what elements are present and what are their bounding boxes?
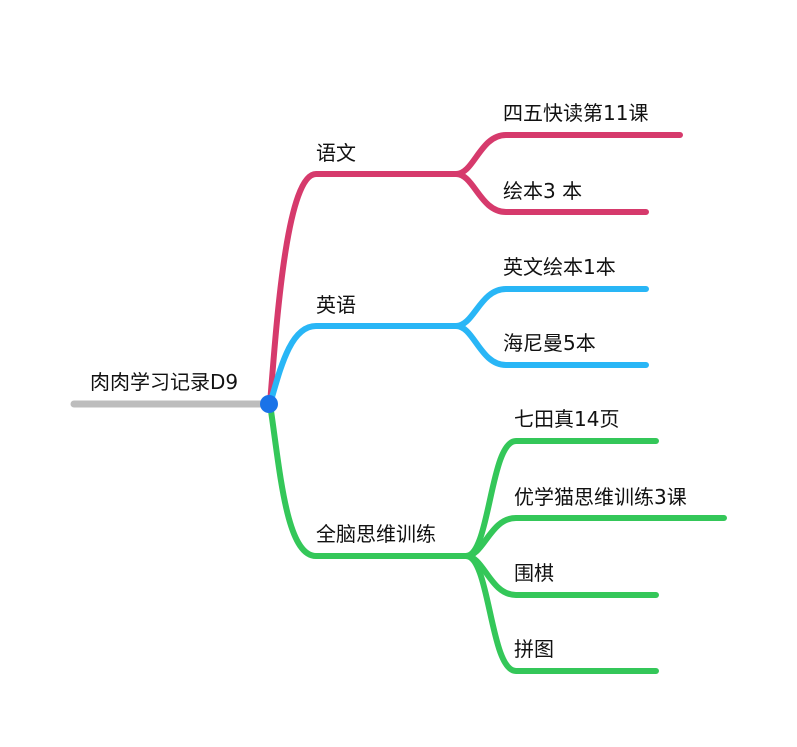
leaf-topic-quannao-3[interactable]: 围棋 (514, 561, 554, 585)
branch-topic-quannao[interactable]: 全脑思维训练 (316, 522, 436, 546)
root-topic[interactable]: 肉肉学习记录D9 (90, 370, 239, 394)
leaf-topic-yuwen-1[interactable]: 四五快读第11课 (503, 101, 649, 125)
leaf-line-quannao-4 (463, 553, 659, 674)
branch-line-quannao (267, 401, 469, 559)
leaf-topic-yingyu-2[interactable]: 海尼曼5本 (503, 331, 596, 355)
leaf-line-quannao-2 (463, 515, 727, 559)
branch-topic-yuwen[interactable]: 语文 (316, 141, 356, 165)
leaf-topic-quannao-1[interactable]: 七田真14页 (514, 407, 620, 431)
branch-line-yuwen (267, 171, 459, 407)
leaf-topic-yingyu-1[interactable]: 英文绘本1本 (503, 255, 616, 279)
leaf-line-yingyu-1 (453, 286, 649, 329)
leaf-topic-quannao-2[interactable]: 优学猫思维训练3课 (514, 485, 687, 509)
branch-line-yingyu (267, 323, 459, 407)
leaf-line-quannao-3 (463, 553, 659, 598)
leaf-line-yuwen-2 (453, 171, 649, 215)
branch-topic-yingyu[interactable]: 英语 (316, 293, 356, 317)
leaf-line-yingyu-2 (453, 323, 649, 368)
leaf-line-yuwen-1 (453, 132, 683, 177)
root-node-dot[interactable] (260, 395, 278, 413)
leaf-topic-yuwen-2[interactable]: 绘本3 本 (503, 179, 583, 203)
leaf-topic-quannao-4[interactable]: 拼图 (514, 637, 554, 661)
